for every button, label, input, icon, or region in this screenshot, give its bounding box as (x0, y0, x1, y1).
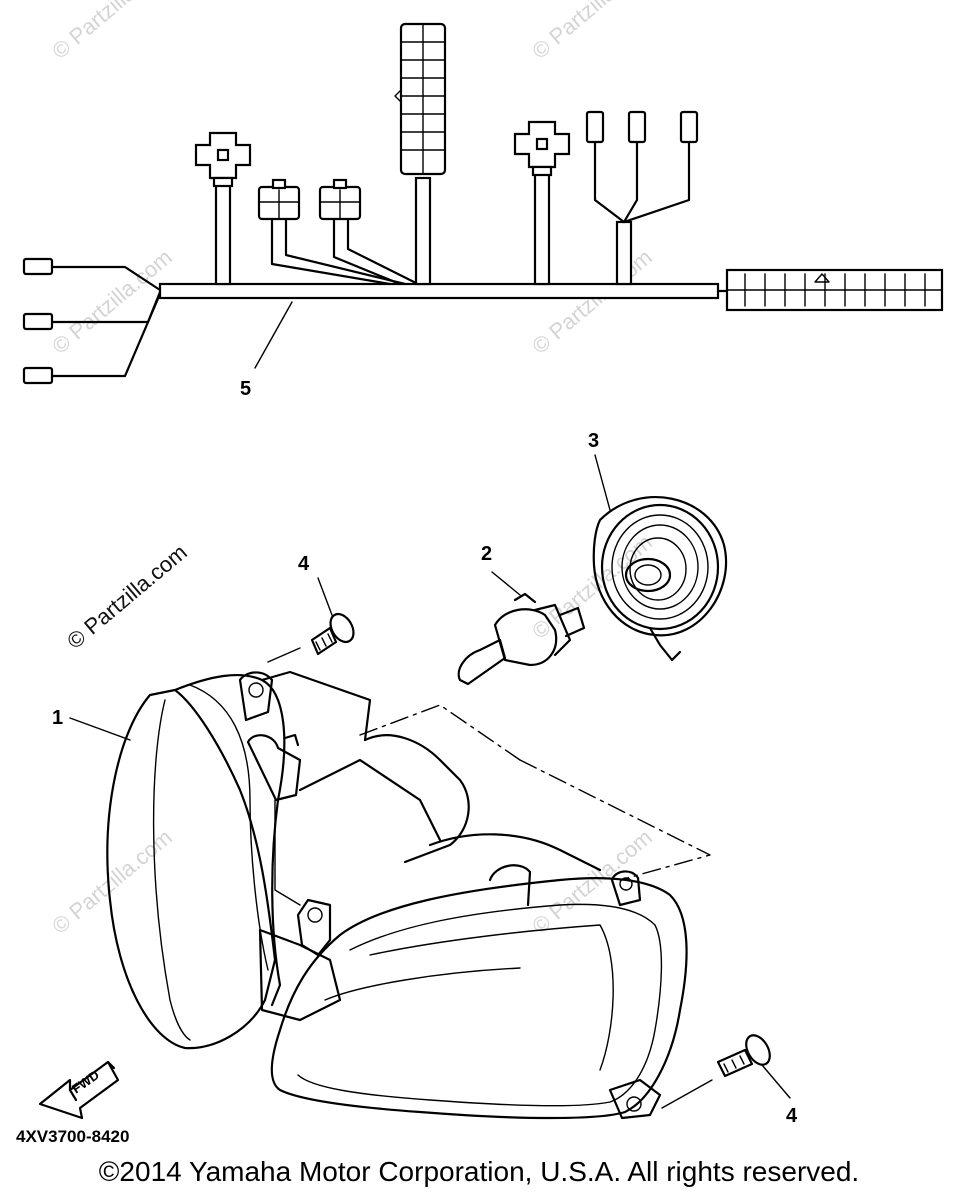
watermark: © Partzilla.com (47, 0, 177, 64)
wire-harness (22, 22, 944, 385)
watermark: © Partzilla.com (527, 0, 657, 64)
callout-5: 5 (240, 378, 251, 400)
diagram-code: 4XV3700-8420 (16, 1127, 129, 1146)
screw-bottom (661, 1034, 791, 1109)
watermark: © Partzilla.com (527, 529, 657, 643)
callout-4-top: 4 (298, 553, 310, 575)
callout-4-bottom: 4 (786, 1105, 798, 1127)
callout-2: 2 (481, 543, 492, 565)
bulb-cover (592, 454, 728, 662)
callout-3: 3 (588, 430, 599, 452)
fwd-label: FWD (69, 1067, 102, 1096)
headlight-assembly (69, 670, 711, 1120)
copyright-notice: ©2014 Yamaha Motor Corporation, U.S.A. A… (98, 1156, 860, 1187)
fwd-arrow-icon: FWD (38, 1060, 120, 1120)
watermark-visible: © Partzilla.com (62, 539, 192, 653)
bulb (457, 571, 586, 686)
screw-top (267, 577, 355, 663)
callout-1: 1 (52, 707, 63, 729)
